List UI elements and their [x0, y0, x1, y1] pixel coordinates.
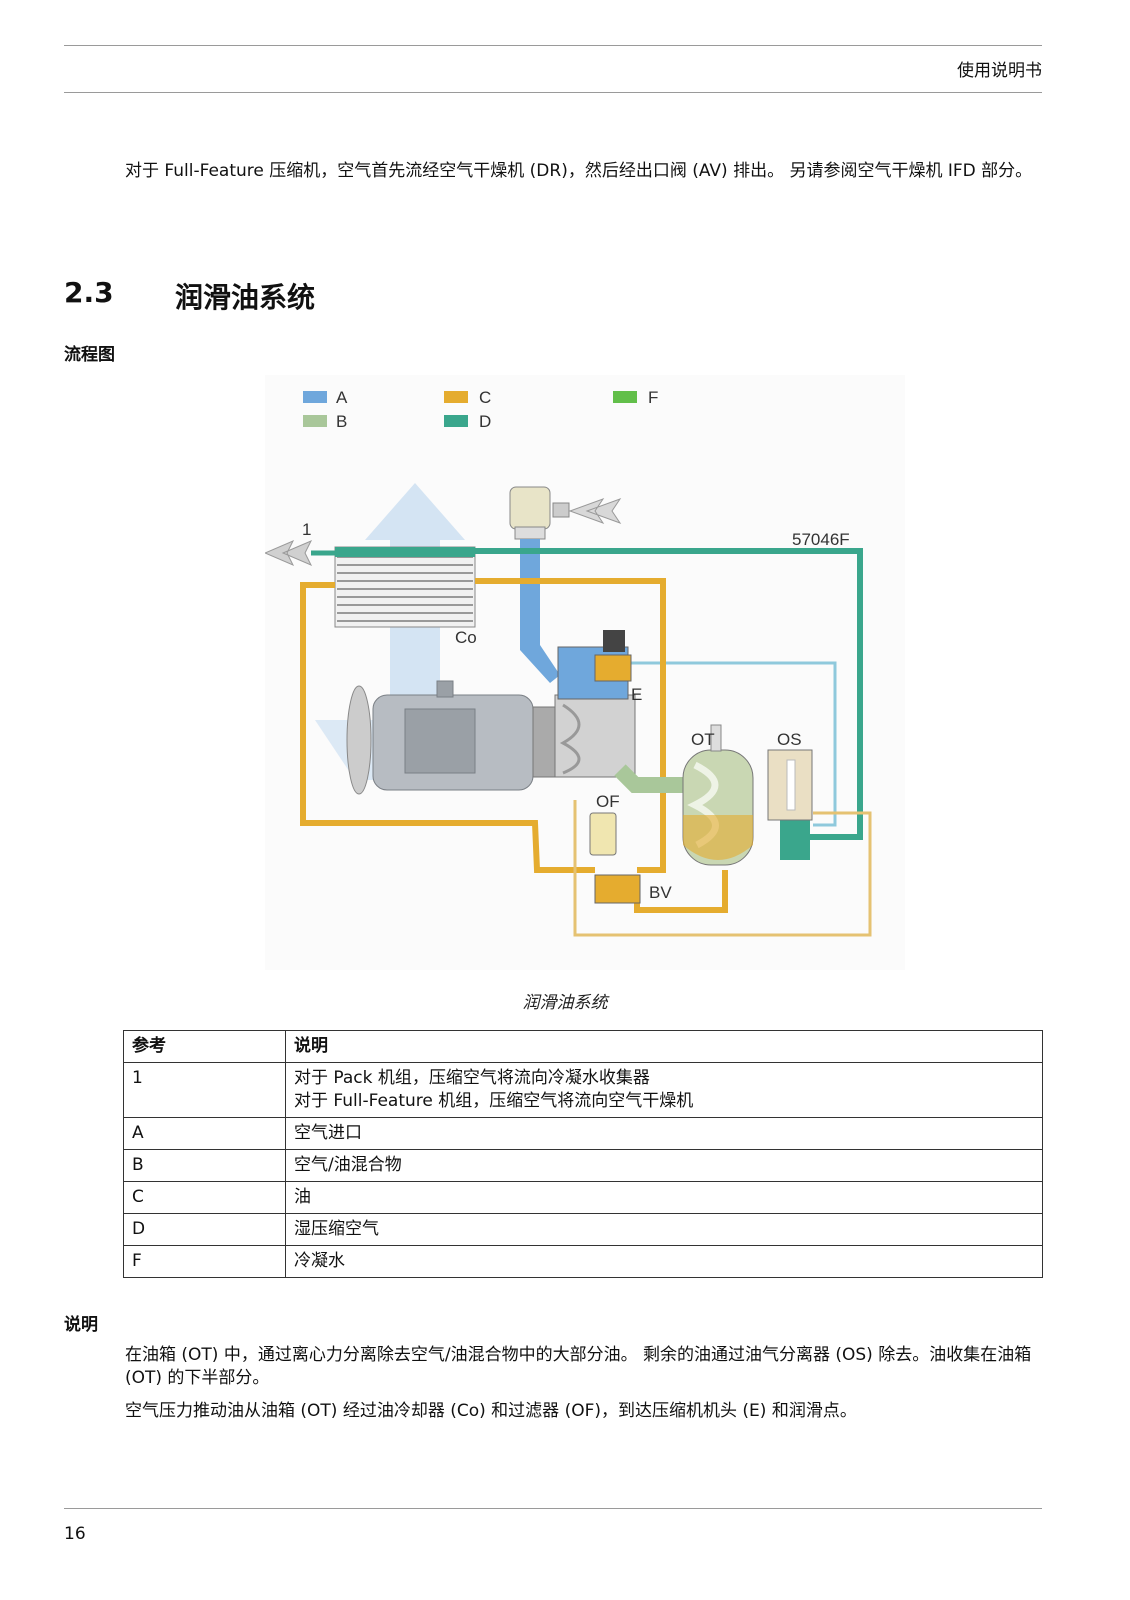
legend-swatch-a — [303, 391, 327, 403]
legend-label-b: B — [336, 412, 347, 431]
oil-separator — [767, 749, 813, 821]
table-cell-desc: 冷凝水 — [285, 1245, 1043, 1278]
table-cell-desc: 对于 Pack 机组，压缩空气将流向冷凝水收集器 对于 Full-Feature… — [285, 1062, 1043, 1118]
table-row: 1 对于 Pack 机组，压缩空气将流向冷凝水收集器 对于 Full-Featu… — [123, 1062, 1043, 1118]
compressor-element — [554, 630, 636, 778]
table-cell-ref: B — [123, 1149, 286, 1182]
diagram-caption: 润滑油系统 — [522, 993, 608, 1013]
legend-label-d: D — [479, 412, 491, 431]
label-ot: OT — [691, 730, 715, 749]
air-inlet-duct — [520, 539, 560, 683]
bypass-valve — [594, 874, 641, 904]
table-header-ref: 参考 — [123, 1030, 286, 1063]
header-title: 使用说明书 — [957, 61, 1042, 81]
label-bv: BV — [649, 883, 672, 902]
header-bottom-rule — [64, 92, 1042, 93]
label-os: OS — [777, 730, 802, 749]
page-number: 16 — [64, 1524, 86, 1544]
table-header-desc: 说明 — [285, 1030, 1043, 1063]
intro-paragraph: 对于 Full-Feature 压缩机，空气首先流经空气干燥机 (DR)，然后经… — [125, 161, 1033, 181]
desc-paragraph-1: 在油箱 (OT) 中，通过离心力分离除去空气/油混合物中的大部分油。 剩余的油通… — [125, 1345, 1032, 1388]
legend-swatch-d — [444, 415, 468, 427]
legend-swatch-f — [613, 391, 637, 403]
oil-filter — [589, 812, 617, 856]
oil-tank — [682, 724, 754, 866]
table-cell-desc: 空气/油混合物 — [285, 1149, 1043, 1182]
section-number: 2.3 — [64, 276, 114, 309]
table-cell-ref: A — [123, 1117, 286, 1150]
compressed-air-line — [475, 548, 863, 840]
outlet-arrow-icon — [263, 540, 313, 566]
table-cell-desc: 空气进口 — [285, 1117, 1043, 1150]
table-row: A 空气进口 — [123, 1117, 1043, 1150]
footer-rule — [64, 1508, 1042, 1509]
table-cell-ref: C — [123, 1181, 286, 1214]
oil-lines — [300, 578, 728, 913]
desc-paragraph-2: 空气压力推动油从油箱 (OT) 经过油冷却器 (Co) 和过滤器 (OF)，到达… — [125, 1401, 857, 1421]
label-co: Co — [455, 628, 477, 647]
lubrication-diagram: A B C D F — [263, 375, 905, 970]
legend-label-c: C — [479, 388, 491, 407]
reference-table: 参考 说明 1 对于 Pack 机组，压缩空气将流向冷凝水收集器 对于 Full… — [123, 1030, 1043, 1278]
oil-cooler — [334, 546, 476, 628]
air-filter — [509, 486, 551, 530]
table-header-row: 参考 说明 — [123, 1030, 1043, 1063]
table-cell-line: 对于 Pack 机组，压缩空气将流向冷凝水收集器 — [294, 1068, 650, 1088]
label-of: OF — [596, 792, 620, 811]
legend-label-a: A — [336, 388, 348, 407]
scavenge-line — [625, 661, 837, 827]
return-oil-line — [573, 800, 872, 937]
legend-swatch-c — [444, 391, 468, 403]
desc-heading: 说明 — [64, 1315, 98, 1335]
table-row: C 油 — [123, 1181, 1043, 1214]
air-oil-mix-pipe — [614, 764, 685, 793]
table-cell-desc: 油 — [285, 1181, 1043, 1214]
section-title: 润滑油系统 — [175, 281, 316, 314]
label-code: 57046F — [792, 530, 850, 549]
legend: A B C D F — [303, 388, 658, 431]
table-row: B 空气/油混合物 — [123, 1149, 1043, 1182]
label-one: 1 — [302, 520, 311, 539]
table-row: D 湿压缩空气 — [123, 1213, 1043, 1246]
electric-motor — [346, 680, 556, 795]
table-cell-ref: F — [123, 1245, 286, 1278]
flow-heading: 流程图 — [64, 345, 115, 365]
header-top-rule — [64, 45, 1042, 46]
legend-label-f: F — [648, 388, 658, 407]
table-cell-desc: 湿压缩空气 — [285, 1213, 1043, 1246]
table-cell-ref: D — [123, 1213, 286, 1246]
inlet-arrow-icon — [568, 498, 622, 524]
legend-swatch-b — [303, 415, 327, 427]
table-cell-line: 对于 Full-Feature 机组，压缩空气将流向空气干燥机 — [294, 1091, 694, 1111]
label-e: E — [631, 685, 642, 704]
table-cell-ref: 1 — [123, 1062, 286, 1118]
table-row: F 冷凝水 — [123, 1245, 1043, 1278]
